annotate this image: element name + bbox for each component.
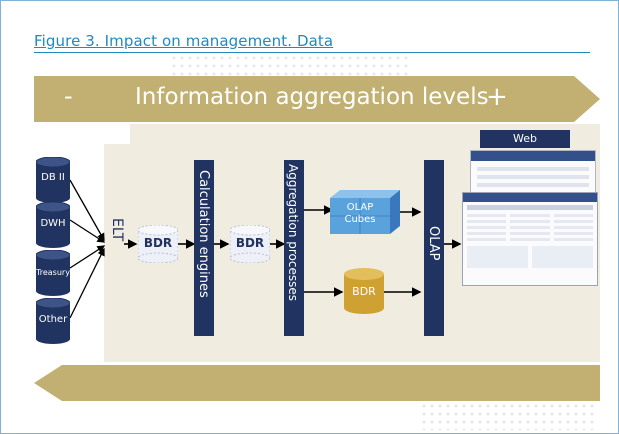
aggregation-processes-bar xyxy=(284,160,304,336)
source-label-other: Other xyxy=(38,314,68,325)
aggregation-levels-label: Information aggregation levels xyxy=(135,84,489,110)
olap-label: OLAP xyxy=(426,226,441,261)
calculation-engines-bar xyxy=(194,160,214,336)
database-icon-other xyxy=(36,298,70,344)
web-label: Web xyxy=(480,130,570,148)
screenshot-column xyxy=(510,214,550,242)
screenshot-chart xyxy=(467,246,528,268)
screenshot-column xyxy=(467,214,507,242)
database-icon-db2 xyxy=(36,157,70,203)
bdr-database-icon-2 xyxy=(230,225,270,263)
olap-cubes-icon xyxy=(330,190,400,234)
screenshot-row xyxy=(477,167,589,171)
web-report-screenshot-front xyxy=(462,192,598,286)
source-label-dwh: DWH xyxy=(40,218,66,229)
calculation-engines-label: Calculation engines xyxy=(196,170,211,298)
olap-cubes-line2: Cubes xyxy=(344,214,376,225)
olap-bar xyxy=(424,160,444,336)
source-label-db2: DB II xyxy=(41,172,65,183)
title-underline xyxy=(34,52,590,53)
screenshot-header xyxy=(463,193,597,202)
screenshot-toolbar xyxy=(467,205,593,210)
bdr-label-1: BDR xyxy=(143,236,173,250)
bdr-label-3: BDR xyxy=(352,285,376,298)
database-icon-dwh xyxy=(36,202,70,248)
dot-pattern-top xyxy=(170,54,410,76)
aggregation-processes-label: Aggregation processes xyxy=(286,164,300,302)
screenshot-column xyxy=(553,214,593,242)
screenshot-charts xyxy=(467,246,593,268)
bdr-label-2: BDR xyxy=(235,236,265,250)
bdr-database-icon-1 xyxy=(138,225,178,263)
aggregation-arrow-right xyxy=(34,76,600,122)
aggregation-arrow-left xyxy=(34,365,600,401)
plus-sign: + xyxy=(486,82,508,112)
screenshot-table xyxy=(467,214,593,242)
elt-column xyxy=(104,144,131,362)
screenshot-row xyxy=(477,175,589,179)
screenshot-chart xyxy=(532,246,593,268)
olap-cubes-line1: OLAP xyxy=(346,202,374,213)
elt-label: ELT xyxy=(109,218,125,242)
database-icon-treasury xyxy=(36,250,70,296)
minus-sign: - xyxy=(64,82,73,110)
bdr-database-icon-3 xyxy=(344,268,384,314)
screenshot-header xyxy=(471,151,595,161)
figure-title: Figure 3. Impact on management. Data xyxy=(34,32,334,50)
screenshot-row xyxy=(477,183,589,187)
source-label-treasury: Treasury xyxy=(36,268,70,277)
dot-pattern-bottom xyxy=(420,402,598,430)
